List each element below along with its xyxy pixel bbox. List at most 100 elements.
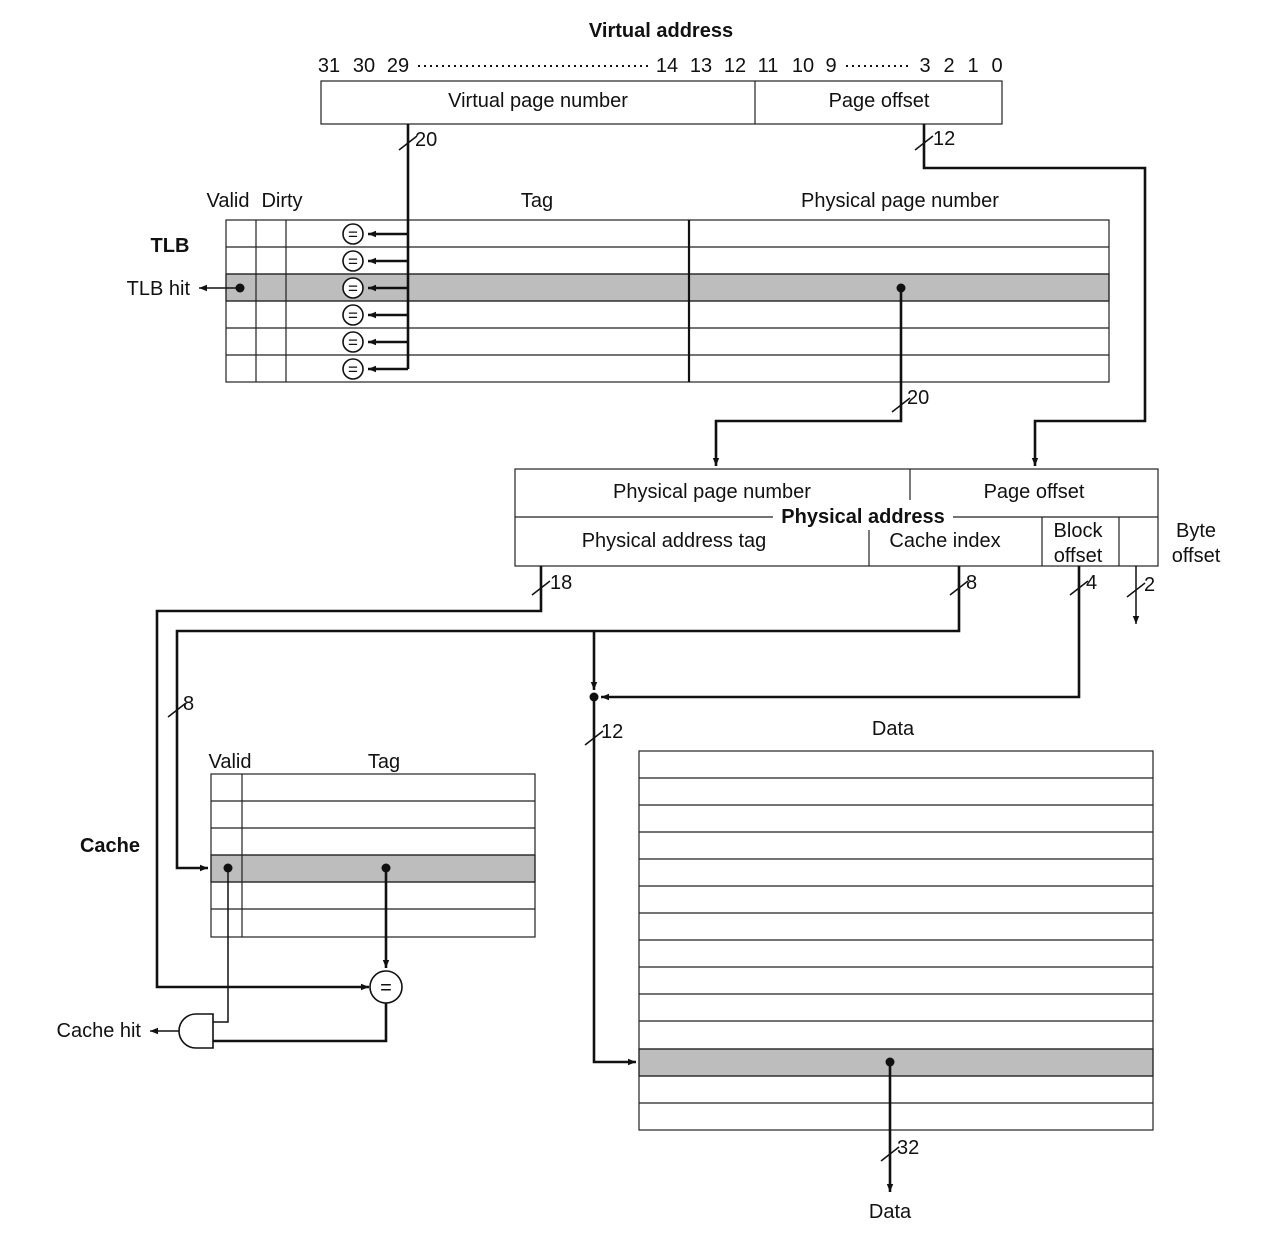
cache-comparator-symbol: = xyxy=(380,977,392,999)
tlb-comparator-symbol: = xyxy=(348,252,358,271)
data-index-width-tick xyxy=(584,730,604,746)
pa-block-offset-bus: 4 xyxy=(601,566,1097,701)
tlb-comparator-symbol: = xyxy=(348,360,358,379)
bit-9: 9 xyxy=(825,55,836,77)
bit-1: 1 xyxy=(967,55,978,77)
bit-13: 13 xyxy=(690,55,712,77)
pa-tag-width-label: 18 xyxy=(550,572,572,594)
cache-tag-table xyxy=(210,773,536,938)
vpn-width-label: 20 xyxy=(415,129,437,151)
pa-index-width-label: 8 xyxy=(966,572,977,594)
bit-2: 2 xyxy=(943,55,954,77)
physical-page-number-field: Physical page number xyxy=(613,481,811,503)
bit-31: 31 xyxy=(318,55,340,77)
tlb-valid-header: Valid xyxy=(207,190,250,212)
tlb-comparator xyxy=(342,304,364,326)
page-offset-width-label: 12 xyxy=(933,128,955,150)
tlb-hit-signal: TLB hit xyxy=(127,278,245,300)
tlb-comparator xyxy=(342,250,364,272)
bit-29: 29 xyxy=(387,55,409,77)
data-index-wire xyxy=(592,697,636,1066)
data-index-bus: 12 xyxy=(584,692,636,1066)
tlb-comparator xyxy=(342,277,364,299)
tlb-tag-header: Tag xyxy=(521,190,553,212)
page-offset-wire xyxy=(922,124,1147,466)
tlb-ppn-width-label: 20 xyxy=(907,387,929,409)
data-array xyxy=(638,750,1154,1131)
tlb-ppn-header: Physical page number xyxy=(801,190,999,212)
tlb-table xyxy=(225,219,1110,383)
byte-offset-label-line2: offset xyxy=(1172,545,1221,567)
cache-label: Cache xyxy=(80,835,140,857)
pa-index-bus: 8 8 xyxy=(167,566,977,872)
tlb-ppn-width-tick xyxy=(891,397,911,413)
tlb-comparator-symbol: = xyxy=(348,333,358,352)
virtual-address-box xyxy=(320,80,1003,125)
cache-hit-label: Cache hit xyxy=(57,1020,142,1042)
pa-tag-width-tick xyxy=(531,580,551,596)
pa-tag-wire xyxy=(155,566,543,991)
block-offset-field-line2: offset xyxy=(1054,545,1103,567)
vpn-width-tick xyxy=(398,135,418,151)
bit-11: 11 xyxy=(758,55,779,77)
byte-offset-label-line1: Byte xyxy=(1176,520,1216,542)
cache-tag-header: Tag xyxy=(368,751,400,773)
data-output-label: Data xyxy=(869,1201,912,1223)
cache-valid-wire xyxy=(213,868,229,1023)
pa-byte-offset-bus: 2 xyxy=(1126,566,1155,624)
pa-block-offset-width-tick xyxy=(1069,580,1089,596)
physical-address-tag-field: Physical address tag xyxy=(582,530,767,552)
physical-page-offset-field: Page offset xyxy=(984,481,1085,503)
tlb-ppn-bus: 20 xyxy=(712,283,929,466)
cache-index-width-label: 8 xyxy=(183,693,194,715)
pa-block-offset-wire xyxy=(601,566,1081,701)
page-offset-bus: 12 xyxy=(914,124,1147,466)
cache-compare: = xyxy=(369,863,403,1004)
tlb-ppn-wire xyxy=(712,288,903,466)
tlb-comparator-symbol: = xyxy=(348,306,358,325)
data-array-title: Data xyxy=(872,718,915,740)
comparator-out-wire xyxy=(213,1003,388,1043)
block-offset-field-line1: Block xyxy=(1054,520,1104,542)
virtual-page-offset-field: Page offset xyxy=(829,90,930,112)
pa-index-width-tick xyxy=(949,580,969,596)
data-out-width-tick xyxy=(880,1146,900,1162)
bit-30: 30 xyxy=(353,55,375,77)
bit-0: 0 xyxy=(991,55,1002,77)
tlb-comparators: = = = = = = xyxy=(342,223,408,380)
data-index-width-label: 12 xyxy=(601,721,623,743)
cache-index-field: Cache index xyxy=(889,530,1000,552)
pa-tag-bus: 18 xyxy=(155,566,572,991)
tlb-hit-label: TLB hit xyxy=(127,278,191,300)
data-out-width-label: 32 xyxy=(897,1137,919,1159)
tlb-comparator-symbol: = xyxy=(348,225,358,244)
bit-12: 12 xyxy=(724,55,746,77)
cache-hit-logic: Cache hit xyxy=(57,863,388,1049)
physical-address-box xyxy=(514,468,1159,567)
cache-valid-header: Valid xyxy=(209,751,252,773)
cache-index-width-tick xyxy=(167,702,187,718)
tlb-dirty-header: Dirty xyxy=(261,190,302,212)
virtual-address-title: Virtual address xyxy=(589,20,733,42)
tlb-label: TLB xyxy=(151,235,190,257)
and-gate xyxy=(178,1013,214,1049)
vpn-bus: 20 xyxy=(398,124,437,369)
pa-block-offset-width-label: 4 xyxy=(1086,572,1097,594)
pa-byte-offset-width-tick xyxy=(1126,582,1146,598)
physical-address-title: Physical address xyxy=(781,506,944,528)
virtual-page-number-field: Virtual page number xyxy=(448,90,628,112)
tlb-comparator xyxy=(342,223,364,245)
tlb-comparator xyxy=(342,358,364,380)
virtual-address-bit-labels: 31 30 29 14 13 12 11 10 9 3 2 1 0 xyxy=(318,55,1003,77)
bit-10: 10 xyxy=(792,55,814,77)
cache-selected-row xyxy=(210,854,536,883)
bit-3: 3 xyxy=(919,55,930,77)
page-offset-width-tick xyxy=(914,135,934,151)
tlb-comparator xyxy=(342,331,364,353)
pa-byte-offset-width-label: 2 xyxy=(1144,574,1155,596)
pa-index-wire xyxy=(175,566,961,872)
data-output-bus: 32 Data xyxy=(869,1057,919,1223)
tlb-comparator-symbol: = xyxy=(348,279,358,298)
bit-14: 14 xyxy=(656,55,678,77)
